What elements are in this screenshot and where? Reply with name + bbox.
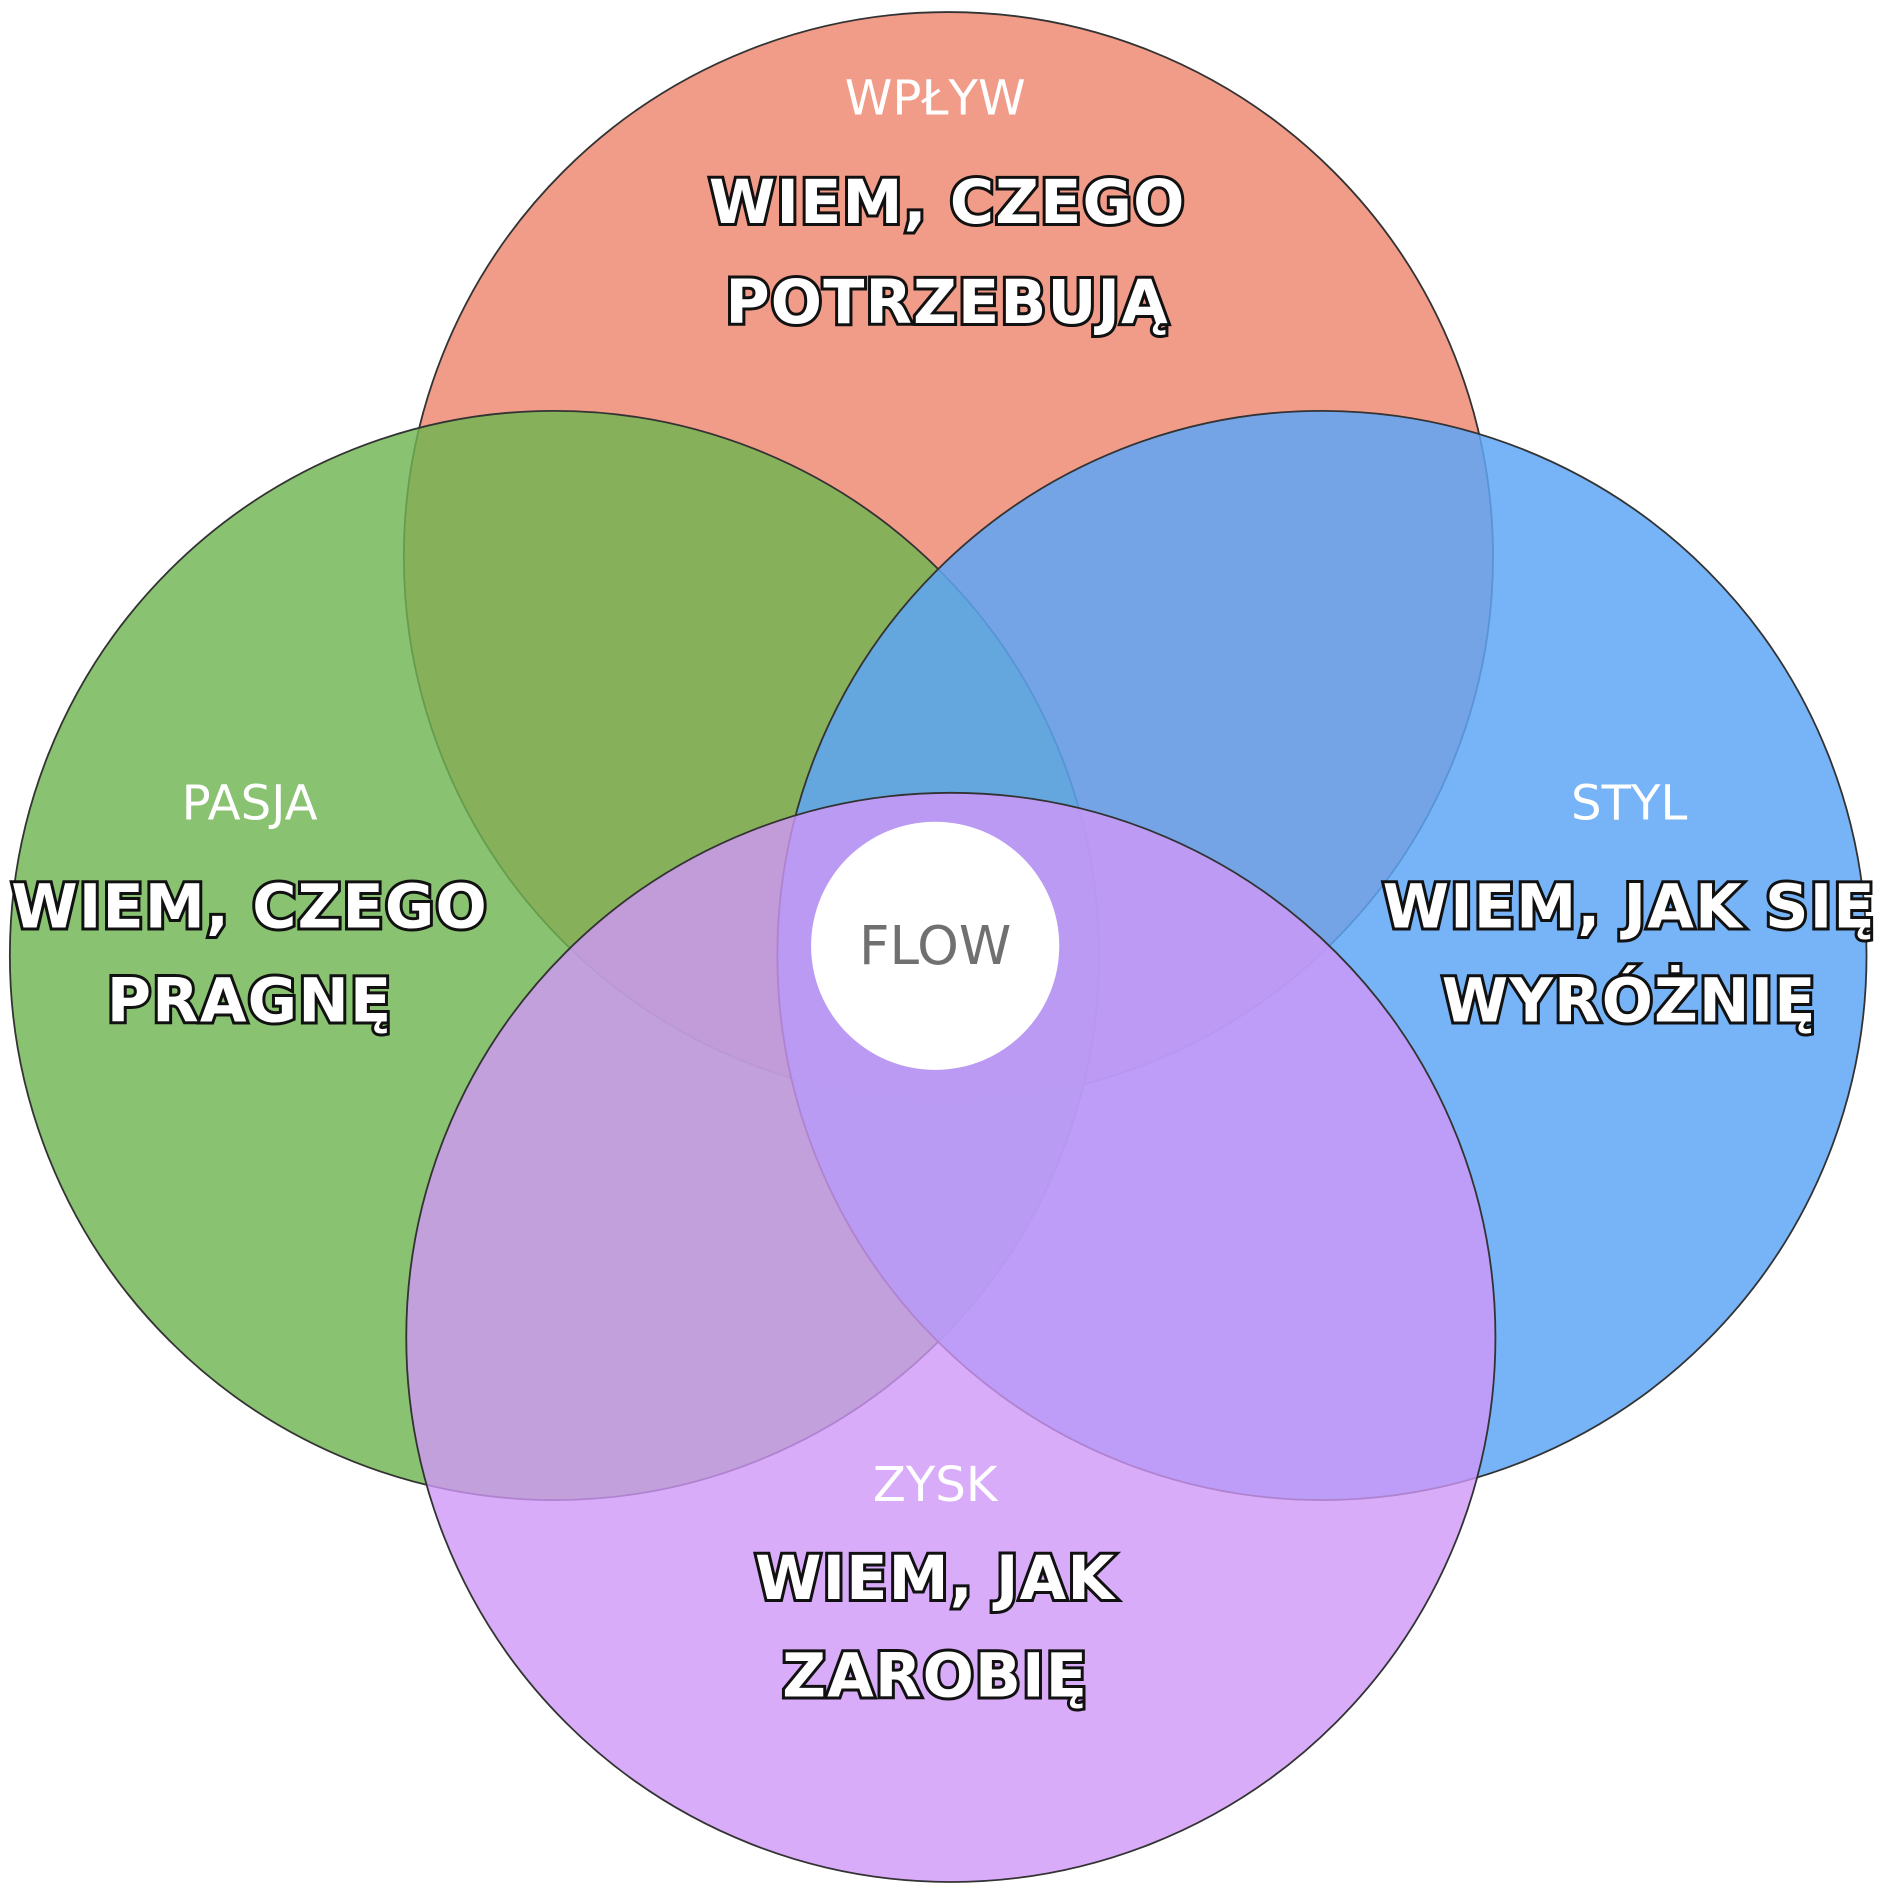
zysk-text-2: ZAROBIĘ: [782, 1641, 1088, 1711]
wplyw-text-1: WIEM, CZEGO: [709, 168, 1186, 238]
flow-label: FLOW: [859, 915, 1011, 977]
flow-center: [811, 821, 1060, 1070]
wplyw-text-2: POTRZEBUJĄ: [725, 268, 1169, 338]
styl-text-1: WIEM, JAK SIĘ: [1383, 873, 1876, 943]
zysk-label: ZYSK: [873, 1457, 999, 1513]
styl-text-2: WYRÓŻNIĘ: [1442, 965, 1817, 1037]
styl-label: STYL: [1571, 775, 1687, 831]
pasja-text-2: PRAGNĘ: [107, 967, 392, 1037]
pasja-text-1: WIEM, CZEGO: [11, 873, 488, 943]
zysk-text-1: WIEM, JAK: [755, 1544, 1116, 1614]
circle-zysk: [405, 791, 1497, 1883]
pasja-label: PASJA: [182, 775, 318, 831]
wplyw-label: WPŁYW: [845, 70, 1026, 126]
